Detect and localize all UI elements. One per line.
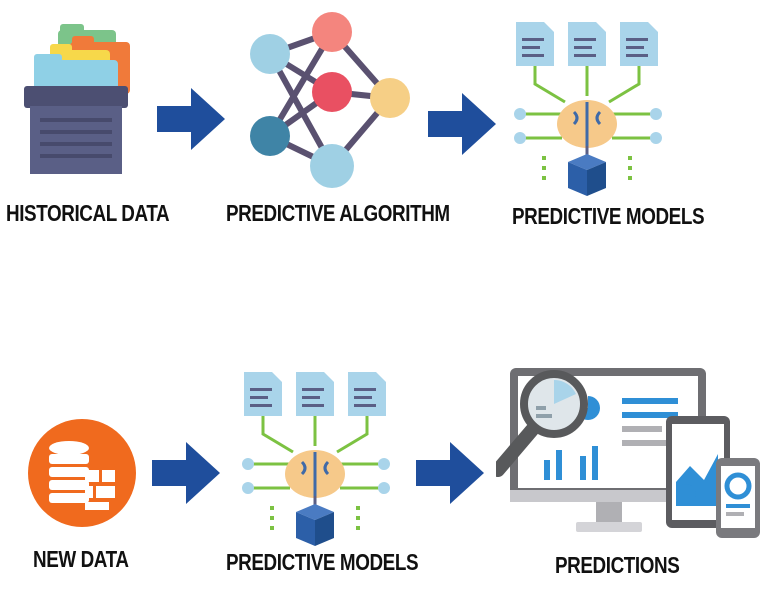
neural-network-icon <box>250 12 410 188</box>
flow-arrow-icon <box>157 88 225 150</box>
new-data-label: NEW DATA <box>33 546 129 572</box>
predictions-label: PREDICTIONS <box>555 552 680 578</box>
ai-brain-model-icon <box>242 372 390 546</box>
ai-brain-model-icon <box>514 22 662 196</box>
database-icon <box>28 419 136 527</box>
predictive-algorithm-label: PREDICTIVE ALGORITHM <box>226 200 450 226</box>
predictive-models-label: PREDICTIVE MODELS <box>512 203 705 229</box>
flow-arrow-icon <box>428 93 496 155</box>
predictive-models-label: PREDICTIVE MODELS <box>226 549 419 575</box>
flow-arrow-icon <box>152 442 220 504</box>
historical-data-label: HISTORICAL DATA <box>6 200 170 226</box>
analytics-dashboard-icon <box>496 368 760 538</box>
flow-arrow-icon <box>416 442 484 504</box>
folder-box-icon <box>24 24 130 174</box>
